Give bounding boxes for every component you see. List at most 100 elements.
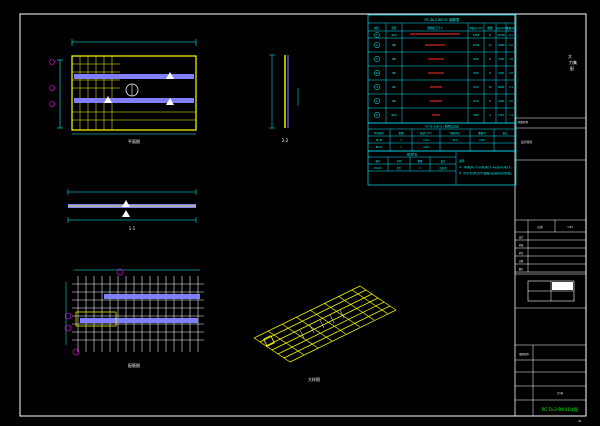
material-header: 备注 [503, 131, 508, 135]
rebar-row-count: 8 [489, 71, 491, 75]
rebar-row-len: 900 [474, 71, 479, 75]
rebar-row-count: 10 [488, 85, 492, 89]
rebar-table-header: 单根长(mm) [469, 26, 483, 30]
drawing-name-label: 图纸名称 [519, 352, 529, 356]
drawing-frame [19, 13, 587, 417]
rebar-table-header: 直径 [391, 26, 397, 30]
rebar-row-total: 2700 [498, 100, 505, 103]
rebar-callout-bubble [72, 348, 80, 356]
design-stage-label: 设计阶段 [521, 140, 532, 144]
material-cell: 1 [400, 146, 402, 149]
material-header: 数量 [399, 131, 404, 135]
embed-cell: 吊钉 [397, 166, 402, 170]
plan-slab-outline [71, 55, 197, 131]
rebar-table-header: 钢筋加工尺寸 [427, 26, 443, 30]
rebar-row-id: 6 [376, 113, 378, 117]
material-table-title: PC-Ta-2-BY-01 构件信息表 [425, 125, 459, 129]
plan-slab-band-upper [74, 74, 194, 79]
page-number: 01 [578, 419, 582, 423]
rebar-row-count: 12 [488, 43, 492, 47]
rebar-plan-band-1 [104, 294, 200, 299]
rebar-row-weight: 9.1 [509, 34, 513, 37]
embed-table: 预埋件表 编号 名称 数量 备注 DZ-01 吊钉 4 见说明 说明: 1. 本… [367, 150, 517, 186]
rebar-plan-detail-box [75, 311, 117, 327]
rebar-table-header: 编号 [374, 26, 380, 30]
section-1-1-title: 1-1 [129, 226, 136, 231]
notes-line-1: 1. 本图尺寸以毫米计,标高以米计。 [459, 165, 514, 169]
material-cell: PC-Ta [376, 139, 383, 142]
rebar-row-dia: Φ10 [391, 33, 397, 37]
plan-dimension-lines [57, 39, 197, 135]
section-1-1-view: 1-1 [67, 189, 197, 231]
rebar-row-total: 12600 [497, 44, 505, 47]
sheet-label: 图号 [519, 267, 524, 271]
plan-view: 平面图 [49, 39, 197, 144]
embed-header: 备注 [441, 159, 446, 163]
rebar-row-weight: 2.8 [509, 58, 513, 61]
plan-slab-band-lower [74, 98, 194, 103]
grid-bubble [49, 85, 55, 91]
rebar-row-dia: Φ6 [392, 99, 396, 103]
drawing-number: PC-Ta-2-BY-01详图 [542, 406, 578, 413]
grid-bubble [49, 101, 55, 107]
rebar-row-count: 8 [489, 57, 491, 61]
embed-table-title: 预埋件表 [407, 153, 418, 157]
material-cell: 0.40 [479, 139, 485, 142]
embed-header: 名称 [397, 159, 402, 163]
embed-cell: DZ-01 [374, 167, 382, 170]
rebar-row-count: 6 [489, 99, 491, 103]
key-plan-highlight [552, 282, 573, 290]
material-cell: 1 [400, 139, 402, 142]
rebar-row-id: 2 [376, 43, 378, 47]
rebar-row-dia: Φ12 [391, 113, 397, 117]
rebar-row-dia: Φ8 [392, 43, 396, 47]
rebar-row-total: 7200 [498, 58, 505, 61]
rebar-row-weight: 2.8 [509, 72, 513, 75]
section-2-2-view: 2-2 [269, 54, 299, 143]
rebar-row-len: 1050 [473, 43, 480, 47]
rebar-table-header: 总长(mm) [495, 26, 506, 30]
rebar-row-id: 4 [376, 85, 378, 89]
rebar-row-id: 3 [376, 57, 378, 61]
rebar-row-dia: Φ6 [392, 85, 396, 89]
iso-rebar-mesh [253, 285, 397, 363]
scale-label: 比例 [537, 225, 543, 229]
material-cell: 23.0 [452, 139, 458, 142]
section-1-1-marker [122, 200, 130, 207]
date-label: 日期 [519, 259, 524, 263]
rebar-row-len: 380 [474, 113, 479, 117]
plan-marker-triangle [104, 96, 112, 103]
scale-value: 1:25 [567, 225, 573, 229]
iso-corner-detail [263, 335, 275, 347]
plan-rebar-grid [72, 56, 196, 130]
section-2-2-title: 2-2 [282, 138, 289, 143]
rebar-row-len: 450 [474, 99, 479, 103]
plan-marker-triangle [166, 72, 174, 79]
section-1-1-marker [122, 210, 130, 217]
material-cell: 0.08 [423, 146, 429, 149]
rebar-row-id: 5 [376, 99, 378, 103]
rebar-row-dia: Φ8 [392, 71, 396, 75]
embed-header: 数量 [418, 159, 423, 163]
iso-short-bars [299, 309, 345, 339]
company-logo-text: 大力集配 [568, 53, 577, 71]
notes-heading: 说明: [459, 159, 465, 163]
rebar-callout-bubble [64, 312, 72, 320]
plan-view-title: 平面图 [128, 138, 140, 144]
iso-view-title: 大样图 [308, 376, 320, 382]
project-name-label: 项目名称 [518, 120, 529, 124]
rebar-row-total: 14700 [497, 34, 505, 37]
rebar-row-len: 620 [474, 85, 479, 89]
embed-header: 编号 [376, 159, 381, 163]
plan-marker-triangle [166, 98, 174, 105]
rebar-row-id: 3a [375, 71, 379, 75]
rebar-row-count: 6 [489, 33, 491, 37]
sheet-total: 共1张 [557, 391, 564, 395]
rebar-row-total: 1520 [498, 114, 505, 117]
rebar-plan-grid [72, 276, 204, 352]
material-table: PC-Ta-2-BY-01 构件信息表 构件编号 数量 混凝土(m³) 钢筋(k… [367, 122, 517, 152]
rebar-table-header: 根数 [487, 26, 493, 30]
rebar-row-weight: 1.3 [509, 114, 513, 117]
